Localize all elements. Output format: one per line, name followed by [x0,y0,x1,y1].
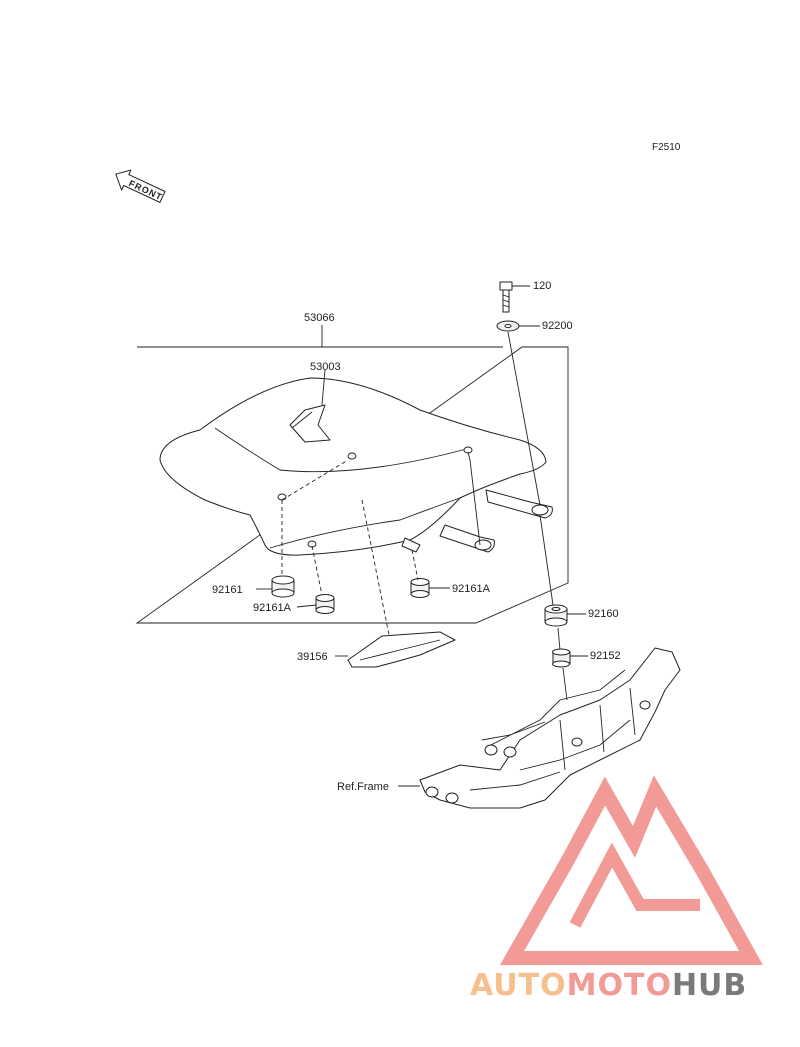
automotohub-logo-icon [499,775,763,965]
part-label-92161A-right: 92161A [452,583,491,595]
front-arrow-icon: FRONT [115,169,166,203]
part-label-92161A-left: 92161A [253,602,292,614]
watermark-hub: HUB [672,968,747,1003]
leader-53003 [321,369,326,406]
part-label-92200: 92200 [542,320,573,332]
figure-code: F2510 [652,142,681,153]
damper-92161 [271,575,295,598]
watermark-moto: MOTO [567,968,672,1003]
part-label-92152: 92152 [590,650,621,662]
seat-plate-39156 [347,631,456,668]
seat-cushion [159,377,547,556]
collar-92152 [552,648,571,668]
part-label-53066: 53066 [304,312,335,324]
part-label-39156: 39156 [297,651,328,663]
ref-frame-label: Ref.Frame [337,781,389,793]
part-label-92161: 92161 [212,584,243,596]
washer-92200 [496,320,520,332]
part-label-53003: 53003 [310,361,341,373]
assembly-outline-box [135,346,569,624]
frame-subframe [419,647,681,809]
part-label-92160: 92160 [588,608,619,620]
damper-92161A-left [315,594,335,614]
part-label-120: 120 [533,280,551,292]
watermark-text: AUTOMOTOHUB [470,968,747,1003]
watermark-auto: AUTO [470,968,567,1003]
damper-92161A-right [410,578,430,598]
grommet-92160 [544,604,568,627]
seat-brackets [401,489,553,553]
bolt-120 [499,281,513,313]
